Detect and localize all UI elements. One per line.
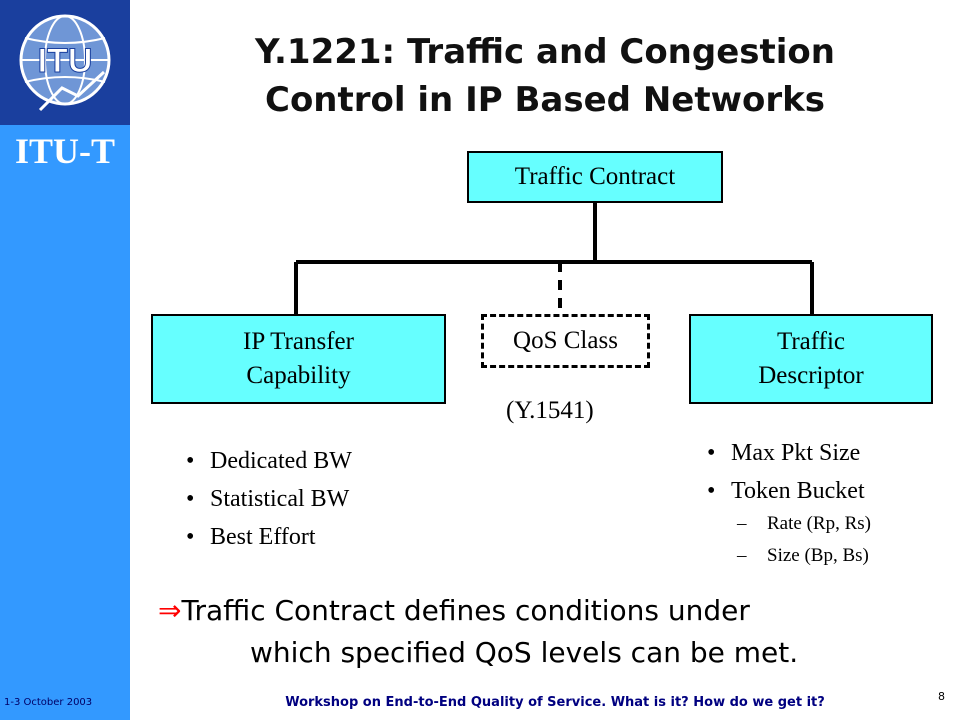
bullet-text: Statistical BW: [210, 486, 350, 512]
page-number: 8: [938, 690, 945, 703]
itu-logo: ITU: [0, 0, 130, 125]
ip-transfer-label-line2: Capability: [246, 362, 351, 389]
conclusion-line1: Traffic Contract defines conditions unde…: [181, 594, 750, 627]
token-bucket-sub-bullets: –Rate (Rp, Rs) –Size (Bp, Bs): [737, 508, 871, 572]
qos-class-box: QoS Class: [481, 314, 650, 368]
sidebar-title: ITU-T: [14, 131, 116, 171]
bullet-text: Token Bucket: [731, 478, 865, 504]
conclusion-line2: which specified QoS levels can be met.: [250, 636, 799, 669]
logo-text: ITU: [38, 42, 93, 80]
ip-transfer-label-line1: IP Transfer: [243, 328, 354, 355]
bullet-item: •Dedicated BW: [186, 448, 352, 474]
bullet-text: Max Pkt Size: [731, 440, 861, 466]
traffic-descriptor-label-line1: Traffic: [776, 328, 846, 355]
sub-bullet-text: Rate (Rp, Rs): [767, 513, 871, 534]
bullet-text: Best Effort: [210, 524, 316, 550]
traffic-contract-label: Traffic Contract: [514, 163, 676, 190]
traffic-descriptor-label-line2: Descriptor: [758, 362, 864, 389]
qos-class-reference: (Y.1541): [506, 397, 594, 424]
sub-bullet-item: –Size (Bp, Bs): [737, 545, 869, 566]
conclusion-statement: ⇒Traffic Contract defines conditions und…: [158, 590, 798, 674]
footer-text: Workshop on End-to-End Quality of Servic…: [285, 695, 825, 710]
slide-title: Y.1221: Traffic and Congestion Control i…: [140, 28, 950, 124]
qos-class-label: QoS Class: [513, 327, 618, 354]
sidebar: ITU ITU-T 1-3 October 2003: [0, 0, 130, 720]
sub-bullet-item: –Rate (Rp, Rs): [737, 513, 871, 534]
ip-transfer-capability-box: IP Transfer Capability: [151, 314, 446, 404]
ip-transfer-bullets: •Dedicated BW •Statistical BW •Best Effo…: [186, 442, 352, 556]
slide-title-line2: Control in IP Based Networks: [265, 80, 825, 120]
bullet-item: •Best Effort: [186, 524, 316, 550]
implies-arrow-icon: ⇒: [158, 594, 182, 627]
slide-title-line1: Y.1221: Traffic and Congestion: [255, 32, 835, 72]
bullet-item: •Max Pkt Size: [707, 440, 861, 466]
footer-date: 1-3 October 2003: [4, 697, 93, 708]
bullet-item: •Statistical BW: [186, 486, 350, 512]
bullet-item: •Token Bucket: [707, 478, 865, 504]
bullet-text: Dedicated BW: [210, 448, 352, 474]
traffic-contract-box: Traffic Contract: [467, 151, 723, 203]
traffic-descriptor-bullets: •Max Pkt Size •Token Bucket: [707, 434, 865, 510]
traffic-descriptor-box: Traffic Descriptor: [689, 314, 933, 404]
sub-bullet-text: Size (Bp, Bs): [767, 545, 869, 566]
